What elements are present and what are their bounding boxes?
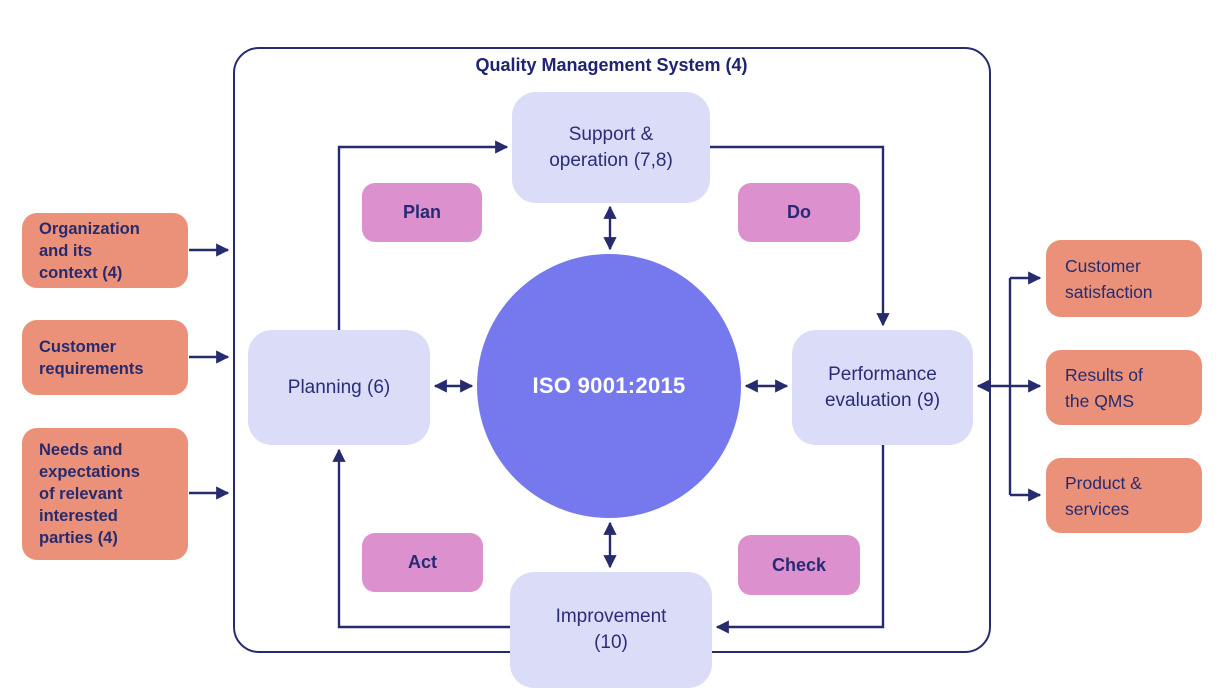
input-box-customer-requirements: Customer requirements	[22, 320, 188, 395]
check-badge: Check	[738, 535, 860, 595]
output-box-results-qms: Results of the QMS	[1046, 350, 1202, 425]
input-line: interested	[39, 507, 118, 525]
improvement-line1: Improvement	[555, 606, 667, 627]
input-line: context (4)	[39, 263, 123, 282]
input-line: Organization	[39, 219, 140, 238]
input-line: Needs and	[39, 441, 123, 459]
output-line: Customer	[1065, 255, 1141, 276]
output-line: Product &	[1065, 472, 1142, 493]
output-line: Results of	[1065, 364, 1143, 385]
plan-badge: Plan	[362, 183, 482, 242]
qms-title: Quality Management System (4)	[475, 55, 748, 75]
output-line: services	[1065, 498, 1130, 519]
improvement-box: Improvement (10)	[510, 572, 712, 688]
performance-evaluation-line1: Performance	[828, 363, 937, 385]
input-box-needs-expectations: Needs and expectations of relevant inter…	[22, 428, 188, 560]
input-line: Customer	[39, 337, 117, 356]
improvement-line2: (10)	[594, 632, 628, 653]
input-line: expectations	[39, 463, 140, 481]
input-box-organization-context: Organization and its context (4)	[22, 213, 188, 288]
output-line: the QMS	[1065, 390, 1135, 411]
support-operation-line1: Support &	[568, 123, 654, 145]
performance-evaluation-line2: evaluation (9)	[824, 389, 941, 411]
output-line: satisfaction	[1065, 281, 1153, 302]
input-line: parties (4)	[39, 529, 118, 547]
support-operation-box: Support & operation (7,8)	[512, 92, 710, 203]
do-badge: Do	[738, 183, 860, 242]
performance-evaluation-box: Performance evaluation (9)	[792, 330, 973, 445]
planning-box: Planning (6)	[248, 330, 430, 445]
input-line: and its	[39, 241, 93, 260]
planning-label: Planning (6)	[287, 376, 391, 398]
input-line: requirements	[39, 359, 144, 378]
iso-9001-label: ISO 9001:2015	[532, 373, 686, 398]
act-badge: Act	[362, 533, 483, 592]
output-box-customer-satisfaction: Customer satisfaction	[1046, 240, 1202, 317]
output-box-product-services: Product & services	[1046, 458, 1202, 533]
input-line: of relevant	[39, 485, 123, 503]
iso-9001-circle: ISO 9001:2015	[477, 254, 741, 518]
support-operation-line2: operation (7,8)	[549, 149, 673, 171]
